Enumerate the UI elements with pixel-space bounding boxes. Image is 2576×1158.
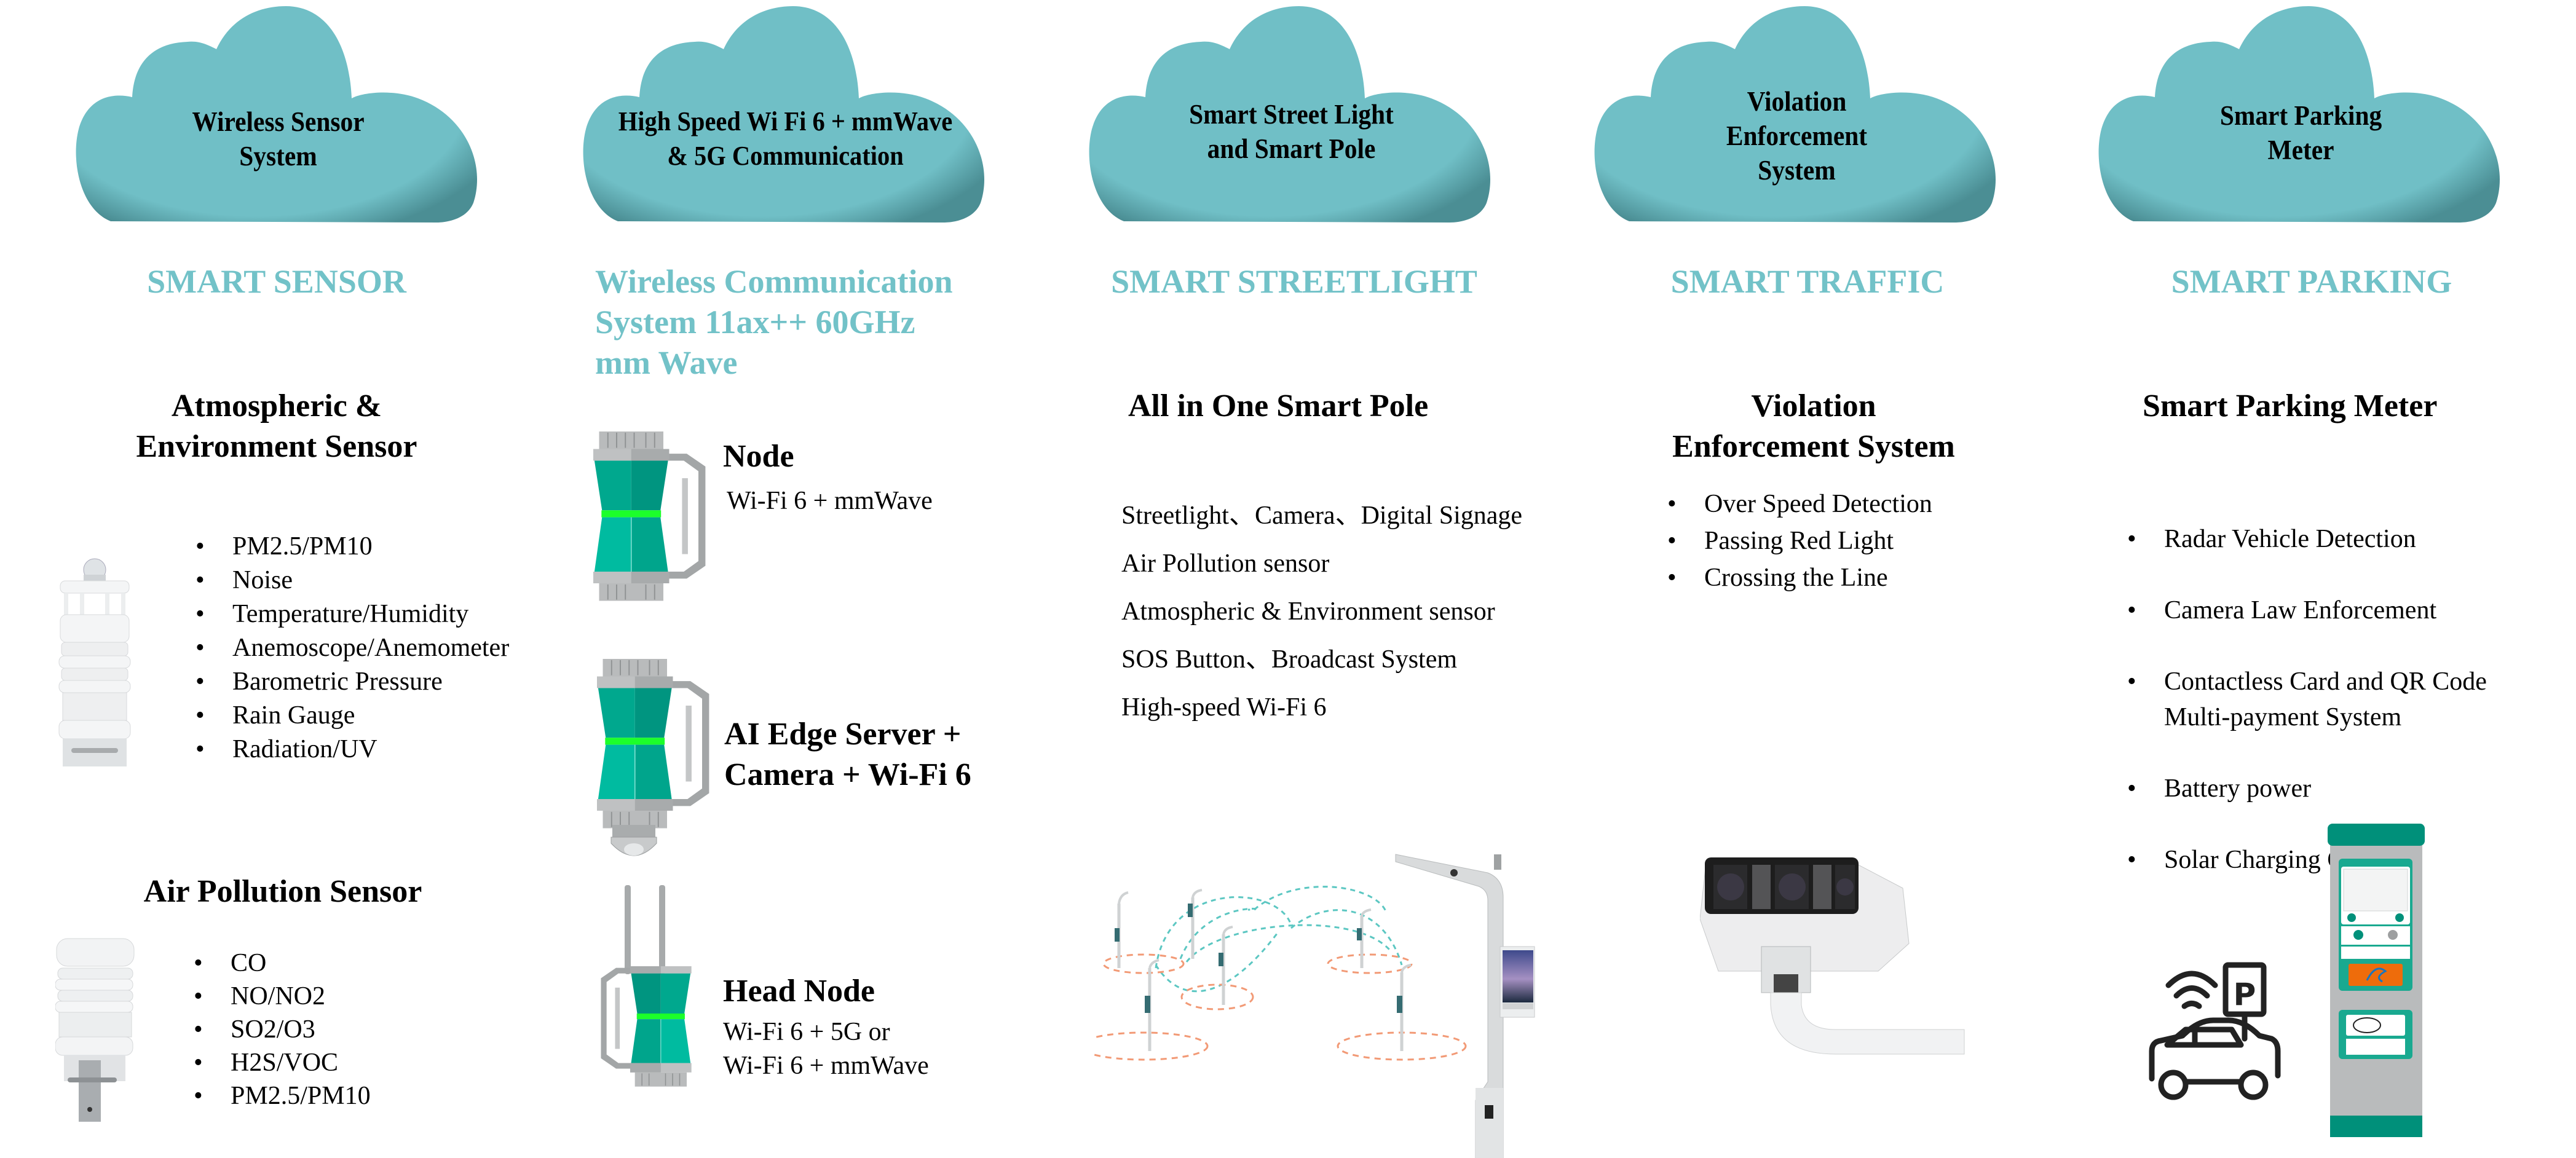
bullet-icon: • bbox=[196, 566, 205, 594]
bullet-icon: • bbox=[194, 982, 203, 1010]
cloud-smart-street-light: Smart Street Light and Smart Pole bbox=[1087, 6, 1496, 223]
section-heading-smart-sensor: SMART SENSOR bbox=[147, 263, 406, 300]
product-title-smart-pole: All in One Smart Pole bbox=[1128, 388, 1429, 423]
feature-item: Air Pollution sensor bbox=[1121, 549, 1330, 578]
cloud-high-speed-communication: High Speed Wi Fi 6 + mmWave & 5G Communi… bbox=[581, 6, 990, 223]
feature-item: Atmospheric & Environment sensor bbox=[1121, 597, 1495, 626]
feature-item: •PM2.5/PM10 bbox=[196, 530, 509, 564]
bullet-icon: • bbox=[2127, 596, 2136, 624]
cloud-smart-parking-meter: Smart Parking Meter bbox=[2096, 6, 2505, 223]
bullet-icon: • bbox=[194, 1049, 203, 1077]
product-subtitle-head-node: Wi-Fi 6 + 5G or Wi-Fi 6 + mmWave bbox=[723, 1018, 929, 1080]
car-parking-icon: P bbox=[2149, 962, 2281, 1100]
feature-item: •Camera Law Enforcement bbox=[2127, 593, 2487, 628]
bullet-icon: • bbox=[196, 735, 205, 763]
product-title-head-node: Head Node bbox=[723, 974, 875, 1009]
node-device-image bbox=[590, 431, 713, 607]
head-node-device-image bbox=[583, 885, 706, 1106]
feature-item: •NO/NO2 bbox=[194, 980, 371, 1013]
product-subtitle-node: Wi-Fi 6 + mmWave bbox=[727, 487, 933, 515]
bullet-icon: • bbox=[2127, 668, 2136, 696]
bullet-icon: • bbox=[196, 600, 205, 628]
bullet-icon: • bbox=[2127, 525, 2136, 553]
cloud-label: Wireless Sensor System bbox=[192, 106, 365, 171]
feature-item: •Battery power bbox=[2127, 771, 2487, 806]
air-pollution-sensor-image bbox=[55, 937, 135, 1122]
parking-sign-letter: P bbox=[2234, 977, 2256, 1012]
feature-item: •Passing Red Light bbox=[1667, 522, 1932, 559]
bullet-icon: • bbox=[1667, 527, 1677, 555]
feature-item: •Radiation/UV bbox=[196, 733, 509, 766]
feature-item: •Radar Vehicle Detection bbox=[2127, 521, 2487, 557]
head-node-body bbox=[583, 966, 706, 1108]
feature-item: •CO bbox=[194, 947, 371, 980]
product-title-smart-parking-meter: Smart Parking Meter bbox=[2143, 388, 2438, 423]
feature-item: •Barometric Pressure bbox=[196, 665, 509, 699]
product-title-atmospheric-sensor: Atmospheric & Environment Sensor bbox=[136, 388, 417, 464]
feature-item: •H2S/VOC bbox=[194, 1046, 371, 1079]
octopus-card-reader bbox=[2349, 964, 2403, 986]
bullet-icon: • bbox=[196, 668, 205, 696]
bullet-icon: • bbox=[194, 949, 203, 977]
camera-lenses bbox=[1713, 865, 1855, 909]
traffic-enforcement-camera-image bbox=[1700, 857, 1965, 1055]
bullet-icon: • bbox=[194, 1015, 203, 1044]
feature-item: SOS Button、Broadcast System bbox=[1121, 645, 1458, 674]
product-title-ai-edge-server: AI Edge Server + Camera + Wi-Fi 6 bbox=[724, 717, 971, 792]
bullet-icon: • bbox=[194, 1082, 203, 1110]
feature-item: •Rain Gauge bbox=[196, 699, 509, 733]
weather-station-sensor-image bbox=[54, 556, 135, 768]
bullet-icon: • bbox=[2127, 846, 2136, 874]
section-heading-smart-traffic: SMART TRAFFIC bbox=[1670, 263, 1945, 300]
wifi-signal-icon bbox=[2173, 985, 2210, 999]
bullet-icon: • bbox=[196, 634, 205, 662]
product-title-node: Node bbox=[723, 439, 794, 474]
feature-item: •SO2/O3 bbox=[194, 1013, 371, 1046]
parking-feature-list: •Radar Vehicle Detection •Camera Law Enf… bbox=[2127, 486, 2487, 913]
feature-item: •Contactless Card and QR Code Multi-paym… bbox=[2127, 664, 2487, 735]
cloud-label: Smart Street Light and Smart Pole bbox=[1189, 98, 1394, 164]
feature-item: Streetlight、Camera、Digital Signage bbox=[1121, 502, 1523, 530]
feature-item: •Noise bbox=[196, 564, 509, 597]
feature-item: High-speed Wi-Fi 6 bbox=[1121, 693, 1327, 722]
cloud-label: Violation Enforcement System bbox=[1726, 86, 1868, 186]
bullet-icon: • bbox=[196, 701, 205, 730]
cloud-wireless-sensor-system: Wireless Sensor System bbox=[74, 6, 483, 223]
camera-dome-icon bbox=[610, 825, 657, 856]
feature-item: •Temperature/Humidity bbox=[196, 597, 509, 631]
feature-item: •PM2.5/PM10 bbox=[194, 1079, 371, 1113]
smart-pole-network-image bbox=[1094, 854, 1535, 1158]
feature-item: •Solar Charging Cell bbox=[2127, 842, 2487, 878]
bullet-icon: • bbox=[2127, 774, 2136, 803]
bullet-icon: • bbox=[1667, 490, 1677, 518]
section-heading-wireless-communication: Wireless Communication System 11ax++ 60G… bbox=[595, 263, 953, 381]
bullet-icon: • bbox=[1667, 564, 1677, 592]
air-pollution-feature-list: •CO •NO/NO2 •SO2/O3 •H2S/VOC •PM2.5/PM10 bbox=[194, 947, 371, 1113]
smart-pole-feature-list: Streetlight、Camera、Digital Signage Air P… bbox=[1121, 492, 1522, 731]
parking-meter-image bbox=[2328, 824, 2425, 1137]
bullet-icon: • bbox=[196, 532, 205, 561]
feature-item: •Anemoscope/Anemometer bbox=[196, 631, 509, 665]
small-streetlight-poles bbox=[1115, 889, 1412, 1051]
violation-feature-list: •Over Speed Detection •Passing Red Light… bbox=[1667, 486, 1932, 596]
contactless-reader bbox=[2346, 1015, 2405, 1036]
feature-item: •Crossing the Line bbox=[1667, 559, 1932, 596]
feature-item: •Over Speed Detection bbox=[1667, 486, 1932, 522]
cloud-violation-enforcement: Violation Enforcement System bbox=[1592, 6, 2001, 223]
section-heading-smart-parking: SMART PARKING bbox=[2171, 263, 2452, 300]
smart-pole-illustration bbox=[1395, 854, 1535, 1158]
cloud-label: Smart Parking Meter bbox=[2219, 100, 2382, 165]
meter-bottom-cap bbox=[2330, 1116, 2422, 1137]
product-title-air-pollution-sensor: Air Pollution Sensor bbox=[143, 874, 422, 909]
digital-signage-screen bbox=[1503, 950, 1533, 1002]
atmospheric-sensor-feature-list: •PM2.5/PM10 •Noise •Temperature/Humidity… bbox=[196, 530, 509, 766]
meter-top-cap bbox=[2328, 824, 2425, 846]
ai-edge-server-device-image bbox=[594, 659, 717, 856]
cloud-label: High Speed Wi Fi 6 + mmWave & 5G Communi… bbox=[618, 106, 953, 171]
product-title-violation-enforcement: Violation Enforcement System bbox=[1672, 388, 1955, 464]
section-heading-smart-streetlight: SMART STREETLIGHT bbox=[1111, 263, 1477, 300]
